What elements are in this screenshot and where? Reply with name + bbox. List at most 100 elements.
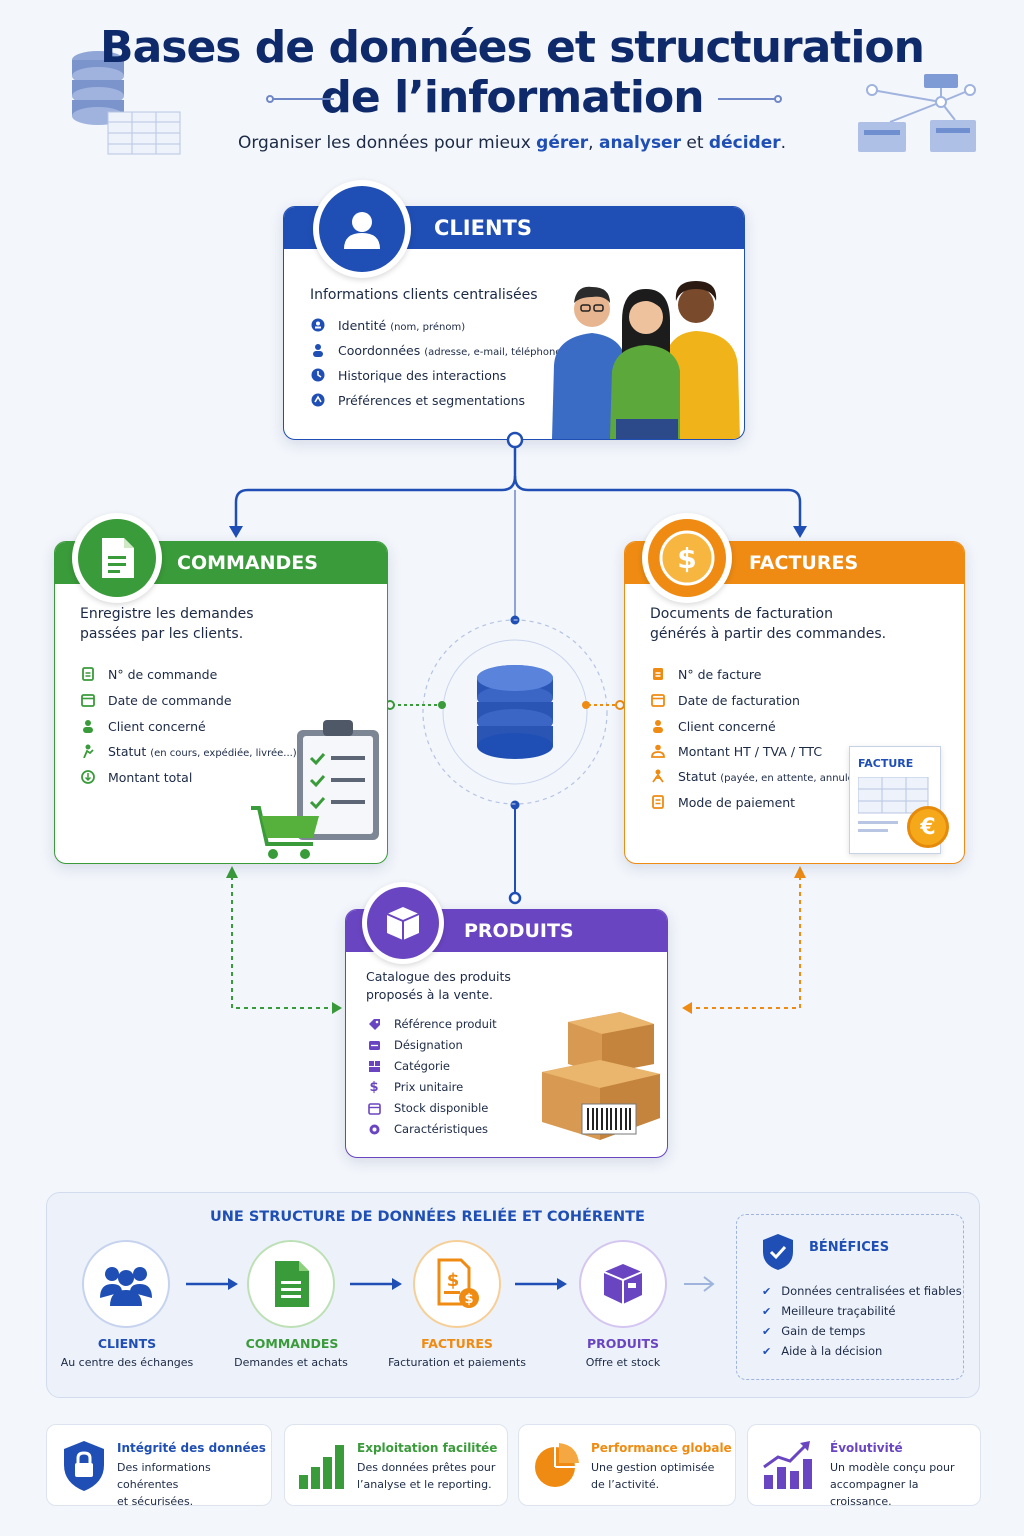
clients-item: Identité (nom, prénom) — [310, 317, 465, 333]
produits-title: PRODUITS — [464, 920, 574, 942]
bar-chart-icon — [299, 1445, 344, 1489]
doc-icon — [80, 666, 96, 682]
commandes-badge — [72, 513, 162, 603]
produits-item: Stock disponible — [366, 1100, 488, 1116]
flow-clients-circle — [82, 1240, 170, 1328]
produits-item: $ Prix unitaire — [366, 1079, 463, 1095]
page-title-line-1: Bases de données et structuration — [100, 22, 925, 73]
svg-text:$: $ — [464, 1292, 473, 1307]
users-icon — [650, 743, 666, 759]
feature-exploitation-title: Exploitation facilitée — [357, 1441, 498, 1455]
feature-performance-title: Performance globale — [591, 1441, 732, 1455]
calendar-icon — [80, 692, 96, 708]
flow-produits-sub: Offre et stock — [585, 1356, 661, 1369]
flow-factures-label: FACTURES — [421, 1336, 493, 1351]
network-decoration-right — [858, 74, 976, 152]
feature-performance: Performance globale Une gestion optimisé… — [518, 1424, 736, 1506]
benefits-title: BÉNÉFICES — [809, 1240, 890, 1255]
produits-item: Catégorie — [366, 1058, 450, 1074]
data-structure-title: UNE STRUCTURE DE DONNÉES RELIÉE ET COHÉR… — [210, 1209, 645, 1225]
invoice-illustration: FACTURE — [849, 746, 941, 854]
benefit-item: ✔Gain de temps — [762, 1324, 866, 1338]
document-icon — [102, 538, 134, 578]
title-divider-right — [718, 98, 780, 100]
label-icon — [366, 1037, 382, 1053]
calendar-icon — [650, 692, 666, 708]
feature-exploitation: Exploitation facilitée Des données prête… — [284, 1424, 508, 1506]
check-icon: ✔ — [762, 1284, 772, 1298]
clients-card[interactable]: CLIENTS Informations clients centralisée… — [283, 206, 745, 440]
lock-shield-icon — [64, 1441, 104, 1491]
commandes-item: Montant total — [80, 769, 192, 785]
feature-integrity: Intégrité des données Des informations c… — [46, 1424, 272, 1508]
amount-icon — [80, 769, 96, 785]
benefits-panel — [736, 1214, 964, 1380]
clients-item: Historique des interactions — [310, 367, 506, 383]
preferences-icon — [310, 392, 326, 408]
factures-badge: $ — [642, 513, 732, 603]
stock-icon — [366, 1100, 382, 1116]
clients-item: Coordonnées (adresse, e-mail, téléphone) — [310, 342, 565, 358]
check-icon: ✔ — [762, 1344, 772, 1358]
produits-card[interactable]: PRODUITS Catalogue des produits proposés… — [345, 909, 668, 1158]
document-icon — [275, 1261, 309, 1307]
commandes-item: N° de commande — [80, 666, 217, 682]
contact-icon — [310, 342, 326, 358]
title-divider-dot-right — [774, 95, 782, 103]
title-divider-dot-left — [266, 95, 274, 103]
clipboard-cart-illustration — [251, 720, 379, 859]
factures-item: Statut (payée, en attente, annulée...) — [650, 768, 873, 784]
check-icon: ✔ — [762, 1324, 772, 1338]
database-decoration-left — [72, 51, 181, 155]
commandes-item: Date de commande — [80, 692, 232, 708]
user-icon — [80, 718, 96, 734]
benefit-item: ✔Meilleure traçabilité — [762, 1304, 896, 1318]
flow-commandes-label: COMMANDES — [245, 1336, 339, 1351]
flow-clients-sub: Au centre des échanges — [60, 1356, 194, 1369]
factures-item: Date de facturation — [650, 692, 800, 708]
user-icon — [344, 212, 380, 249]
produits-item: Caractéristiques — [366, 1121, 488, 1137]
payment-icon — [650, 794, 666, 810]
invoice-dollar-icon: $$ — [437, 1258, 479, 1308]
factures-item: Montant HT / TVA / TTC — [650, 743, 822, 759]
page-title-line-2: de l’information — [320, 72, 704, 123]
produits-badge — [362, 882, 444, 964]
status-icon — [650, 768, 666, 784]
factures-item: Mode de paiement — [650, 794, 795, 810]
growth-chart-icon — [763, 1441, 812, 1489]
commandes-item: Client concerné — [80, 718, 206, 734]
check-icon: ✔ — [762, 1304, 772, 1318]
commandes-desc: Enregistre les demandes passées par les … — [80, 606, 254, 642]
factures-item: N° de facture — [650, 666, 761, 682]
clients-item: Préférences et segmentations — [310, 392, 525, 408]
data-structure-panel — [46, 1192, 980, 1398]
id-icon — [310, 317, 326, 333]
user-icon — [650, 718, 666, 734]
svg-text:$: $ — [677, 542, 696, 575]
clients-connector-node — [506, 431, 524, 449]
flow-commandes-circle — [247, 1240, 335, 1328]
gear-icon — [366, 1121, 382, 1137]
flow-clients-label: CLIENTS — [97, 1336, 157, 1351]
flow-produits-circle — [579, 1240, 667, 1328]
dollar-coin-icon: $ — [659, 530, 715, 586]
benefit-item: ✔Aide à la décision — [762, 1344, 883, 1358]
flow-commandes-sub: Demandes et achats — [234, 1356, 348, 1369]
produits-desc: Catalogue des produits proposés à la ven… — [366, 969, 511, 1002]
dollar-icon: $ — [369, 1079, 379, 1095]
users-group-icon — [100, 1267, 152, 1306]
produits-item: Désignation — [366, 1037, 463, 1053]
clients-desc: Informations clients centralisées — [310, 287, 538, 303]
status-icon — [80, 743, 96, 759]
flow-produits-label: PRODUITS — [586, 1336, 660, 1351]
tag-icon — [366, 1016, 382, 1032]
produits-connector-node — [508, 891, 522, 905]
history-icon — [310, 367, 326, 383]
flow-factures-circle: $$ — [413, 1240, 501, 1328]
